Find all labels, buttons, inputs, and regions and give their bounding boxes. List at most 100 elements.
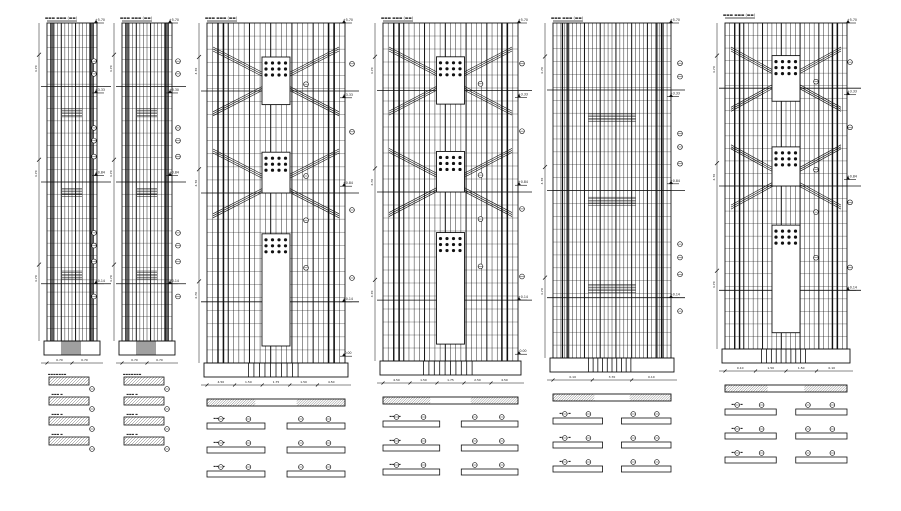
dimension-tick	[111, 157, 117, 162]
hatch-line	[154, 416, 164, 426]
hatch-line	[662, 393, 670, 402]
dimension-tick	[260, 383, 264, 387]
rebar-dot	[438, 167, 443, 172]
hatch-line	[296, 398, 300, 402]
hatch-line	[762, 387, 768, 393]
rebar-dot	[793, 151, 798, 155]
hatch-line	[58, 396, 68, 406]
rebar-dot	[451, 67, 456, 71]
dimension-label: 4.70	[712, 281, 716, 288]
section-outline-left	[206, 446, 266, 454]
rebar-dot	[270, 61, 275, 65]
hatch-line	[645, 393, 653, 402]
hatch-line	[471, 396, 479, 405]
hatch-line	[804, 384, 812, 393]
dimension-label: 4.70	[194, 292, 198, 299]
level-label: +5.70	[95, 18, 105, 22]
rebar-dot	[793, 157, 798, 161]
hatch-line	[307, 398, 315, 407]
section-outline	[123, 416, 165, 426]
hatch-line	[478, 396, 486, 405]
hatch-line	[227, 398, 235, 407]
hatch-line	[824, 384, 832, 393]
level-label: +3.33	[95, 88, 105, 92]
hatch-line	[585, 393, 594, 402]
hatch-line	[212, 398, 220, 407]
plan-strip	[724, 384, 848, 393]
hatch-line	[342, 403, 346, 407]
hatch-line	[827, 384, 835, 393]
rebar-dot	[793, 229, 798, 233]
hatch-line	[655, 393, 663, 402]
hatch-line	[133, 436, 143, 446]
level-label: +0.14	[670, 293, 680, 297]
level-label: +3.33	[518, 92, 528, 96]
hatch-line	[312, 398, 320, 407]
dimension-label: 4.70	[370, 67, 374, 74]
hatch-line	[573, 393, 581, 402]
hatch-line	[642, 393, 650, 402]
hatch-line	[124, 396, 134, 406]
hatch-line	[206, 398, 213, 405]
base-dimension-label: 0.10	[648, 375, 655, 379]
hatch-line	[829, 384, 837, 393]
hatch-line	[324, 398, 332, 407]
hatch-line	[142, 376, 152, 386]
rebar-dot	[458, 155, 462, 160]
hatch-line	[70, 376, 80, 386]
hatch-line	[493, 396, 501, 405]
plan-strip	[552, 393, 672, 402]
dimension-label: 4.70	[370, 290, 374, 297]
hatch-line	[48, 396, 56, 404]
hatch-line	[588, 395, 595, 402]
rebar-dot	[264, 250, 268, 254]
hatch-line	[139, 396, 149, 406]
hatch-line	[844, 389, 848, 393]
hatch-line	[52, 436, 62, 446]
hatch-line	[319, 398, 327, 407]
dimension-tick	[714, 268, 720, 274]
section-outline-left	[552, 441, 603, 449]
hatch-line	[239, 398, 248, 407]
base-dimension-label: 1.50	[767, 366, 774, 370]
hatch-line	[151, 376, 161, 386]
rebar-dot	[264, 61, 268, 65]
hatch-line	[145, 416, 155, 426]
rebar-dot	[458, 248, 462, 253]
rebar-dot	[780, 151, 785, 155]
rebar-dot	[774, 241, 778, 245]
rebar-dot	[438, 73, 443, 77]
section-outline-left	[552, 465, 603, 473]
rebar-dot	[445, 167, 449, 172]
hatch-line	[839, 384, 847, 393]
hatch-line	[136, 436, 146, 446]
level-triangle	[94, 280, 98, 284]
hatch-line	[327, 398, 335, 407]
rebar-dot	[445, 155, 449, 160]
hatch-line	[580, 393, 589, 402]
hatch-line	[667, 397, 672, 402]
hatch-line	[79, 416, 89, 426]
hatch-line	[67, 376, 77, 386]
elevation-col-a: ▬▬▬ ▬▬▬ (▬▬)+5.70+3.33+0.84+0.144.704.70…	[34, 16, 111, 452]
hatch-line	[123, 376, 128, 381]
elevation-title: ▬▬▬ ▬▬▬ (▬▬)	[381, 16, 414, 20]
section-outline-right	[621, 465, 672, 473]
opening-box	[771, 55, 801, 102]
hatch-line	[64, 376, 74, 386]
hatch-line	[390, 396, 399, 405]
rebar-dot	[780, 72, 785, 76]
hatch-line	[400, 396, 409, 405]
hatch-line	[130, 376, 140, 386]
hatch-line	[814, 384, 822, 393]
base-dimension-label: 4.50	[328, 380, 335, 384]
elevation-title: ▬▬▬ ▬▬▬ (▬▬)	[551, 16, 584, 20]
hatch-line	[837, 384, 845, 393]
level-triangle	[168, 89, 172, 93]
level-label: +0.84	[847, 174, 857, 178]
hatch-line	[85, 441, 90, 446]
hatch-line	[49, 436, 59, 446]
dimension-tick	[196, 54, 202, 60]
section-title: ▬▬▬ ▬	[51, 392, 63, 396]
dimension-tick	[814, 369, 819, 373]
